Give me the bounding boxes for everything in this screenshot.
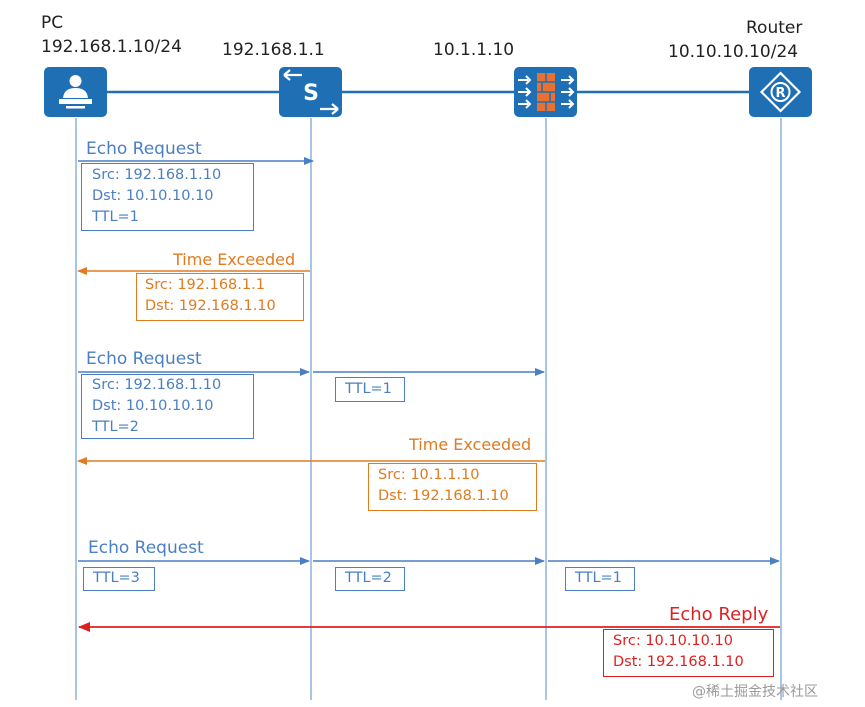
echo-request-1-box: Src: 192.168.1.10 Dst: 10.10.10.10 TTL=1 xyxy=(81,163,254,231)
echo-request-3-ttl-firewall-box: TTL=1 xyxy=(565,567,635,591)
echo-request-2-title: Echo Request xyxy=(86,349,202,369)
watermark: @稀土掘金技术社区 xyxy=(692,684,818,700)
time-exceeded-2-title: Time Exceeded xyxy=(409,435,532,454)
switch-icon: S xyxy=(279,67,342,117)
time-exceeded-1-title: Time Exceeded xyxy=(173,250,296,269)
echo-reply-box: Src: 10.10.10.10 Dst: 192.168.1.10 xyxy=(603,629,774,677)
switch-ip: 192.168.1.1 xyxy=(222,40,325,60)
pc-icon xyxy=(44,67,107,117)
echo-request-3-ttl-pc: TTL=3 xyxy=(93,570,140,586)
echo-request-1-ttl: TTL=1 xyxy=(92,209,139,225)
time-exceeded-1-dst: Dst: 192.168.1.10 xyxy=(145,298,276,314)
echo-request-3-ttl-pc-box: TTL=3 xyxy=(83,567,155,591)
pc-ip: 192.168.1.10/24 xyxy=(41,37,182,57)
echo-reply-dst: Dst: 192.168.1.10 xyxy=(613,654,744,670)
pc-name: PC xyxy=(41,13,64,33)
router-icon: R xyxy=(749,67,812,117)
firewall-ip: 10.1.1.10 xyxy=(433,40,515,60)
echo-request-3-ttl-firewall: TTL=1 xyxy=(575,570,622,586)
echo-reply-src: Src: 10.10.10.10 xyxy=(613,633,733,649)
time-exceeded-2-src: Src: 10.1.1.10 xyxy=(378,467,480,483)
router-ip: 10.10.10.10/24 xyxy=(668,42,799,62)
echo-request-1-src: Src: 192.168.1.10 xyxy=(92,167,222,183)
time-exceeded-1-src: Src: 192.168.1.1 xyxy=(145,277,265,293)
echo-request-1-title: Echo Request xyxy=(86,139,202,159)
echo-request-2-src: Src: 192.168.1.10 xyxy=(92,377,222,393)
switch-icon-letter: S xyxy=(303,81,319,106)
echo-request-2-ttl-after-switch: TTL=1 xyxy=(345,381,392,397)
firewall-icon xyxy=(514,67,577,117)
echo-request-3-ttl-switch: TTL=2 xyxy=(345,570,392,586)
echo-request-2-box: Src: 192.168.1.10 Dst: 10.10.10.10 TTL=2 xyxy=(81,374,254,439)
echo-request-1-dst: Dst: 10.10.10.10 xyxy=(92,188,214,204)
time-exceeded-2-box: Src: 10.1.1.10 Dst: 192.168.1.10 xyxy=(368,463,537,511)
time-exceeded-2-dst: Dst: 192.168.1.10 xyxy=(378,488,509,504)
echo-reply-title: Echo Reply xyxy=(669,604,769,625)
router-icon-letter: R xyxy=(775,86,785,101)
echo-request-3-title: Echo Request xyxy=(88,538,204,558)
router-name: Router xyxy=(746,18,803,38)
echo-request-2-ttl-after-switch-box: TTL=1 xyxy=(335,377,405,402)
echo-request-3-ttl-switch-box: TTL=2 xyxy=(335,567,405,591)
time-exceeded-1-box: Src: 192.168.1.1 Dst: 192.168.1.10 xyxy=(136,273,304,321)
echo-request-2-dst: Dst: 10.10.10.10 xyxy=(92,398,214,414)
echo-request-2-ttl: TTL=2 xyxy=(92,419,139,435)
